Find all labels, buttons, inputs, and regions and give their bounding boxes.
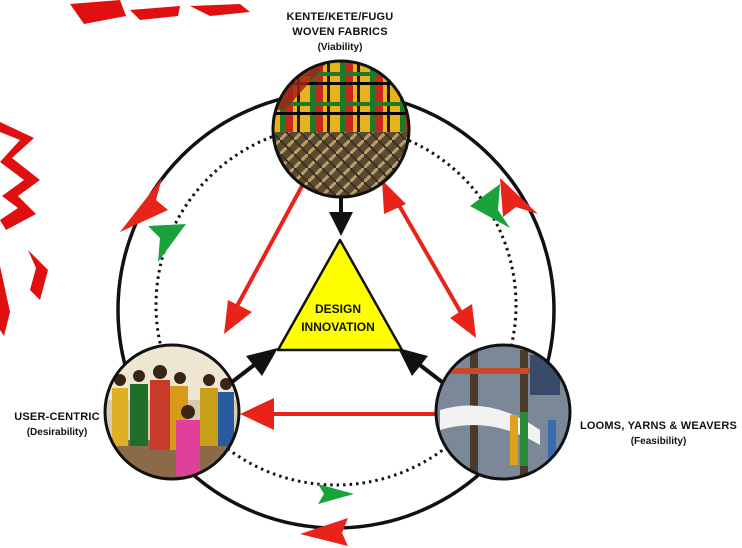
black-arrow-top-head: [329, 212, 353, 236]
red-arrow-right-to-left-head: [240, 398, 274, 430]
green-arrow-inner-right: [470, 184, 510, 228]
red-arrow-outer-bottom: [300, 518, 348, 546]
kente-fabric-photo: [271, 59, 411, 199]
design-innovation-triangle: [276, 238, 404, 352]
center-label: DESIGN INNOVATION: [288, 300, 388, 336]
red-arrow-outer-right: [500, 178, 538, 217]
red-double-arrow-head-top: [382, 180, 406, 214]
top-node-title-line1: KENTE/KETE/FUGU: [286, 11, 394, 23]
top-node-label: KENTE/KETE/FUGU WOVEN FABRICS (Viability…: [250, 10, 430, 55]
red-double-arrow-shaft: [394, 199, 466, 319]
black-arrow-right-head: [398, 348, 428, 376]
top-node-subtitle: (Viability): [317, 42, 363, 53]
red-arrow-top-to-left-shaft: [234, 185, 304, 309]
top-node-title-line2: WOVEN FABRICS: [292, 26, 388, 38]
red-double-arrow-head-bottom: [450, 304, 476, 338]
center-label-line1: DESIGN: [314, 302, 361, 316]
red-arrow-outer-left: [120, 178, 168, 232]
green-arrow-inner-left: [148, 224, 186, 262]
right-node-subtitle: (Feasibility): [630, 436, 687, 447]
loom-weaving-photo: [434, 343, 572, 481]
inner-dotted-ring: [154, 123, 518, 487]
left-node-subtitle: (Desirability): [26, 427, 88, 438]
red-watermark-mark: [0, 0, 250, 336]
right-node-label: LOOMS, YARNS & WEAVERS (Feasibility): [575, 419, 742, 449]
black-arrow-left-head: [246, 348, 278, 376]
left-node-label: USER-CENTRIC (Desirability): [2, 410, 112, 440]
right-node-title: LOOMS, YARNS & WEAVERS: [580, 420, 737, 432]
left-node-title: USER-CENTRIC: [14, 411, 100, 423]
green-arrow-inner-bottom: [318, 484, 354, 504]
center-label-line2: INNOVATION: [301, 320, 375, 334]
red-arrow-top-to-left-head: [224, 300, 252, 334]
